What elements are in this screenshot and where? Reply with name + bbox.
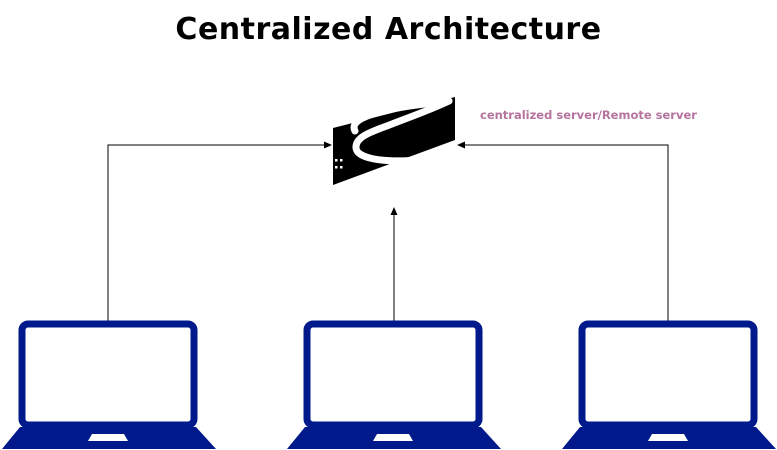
connector-left — [107, 141, 332, 322]
laptop-icon — [562, 320, 776, 449]
laptop-icon — [2, 320, 216, 449]
diagram-title: Centralized Architecture — [175, 12, 602, 47]
laptop-icon — [287, 320, 501, 449]
server-label: centralized server/Remote server — [480, 108, 697, 122]
connector-right — [457, 141, 669, 322]
server-icon — [333, 97, 455, 185]
